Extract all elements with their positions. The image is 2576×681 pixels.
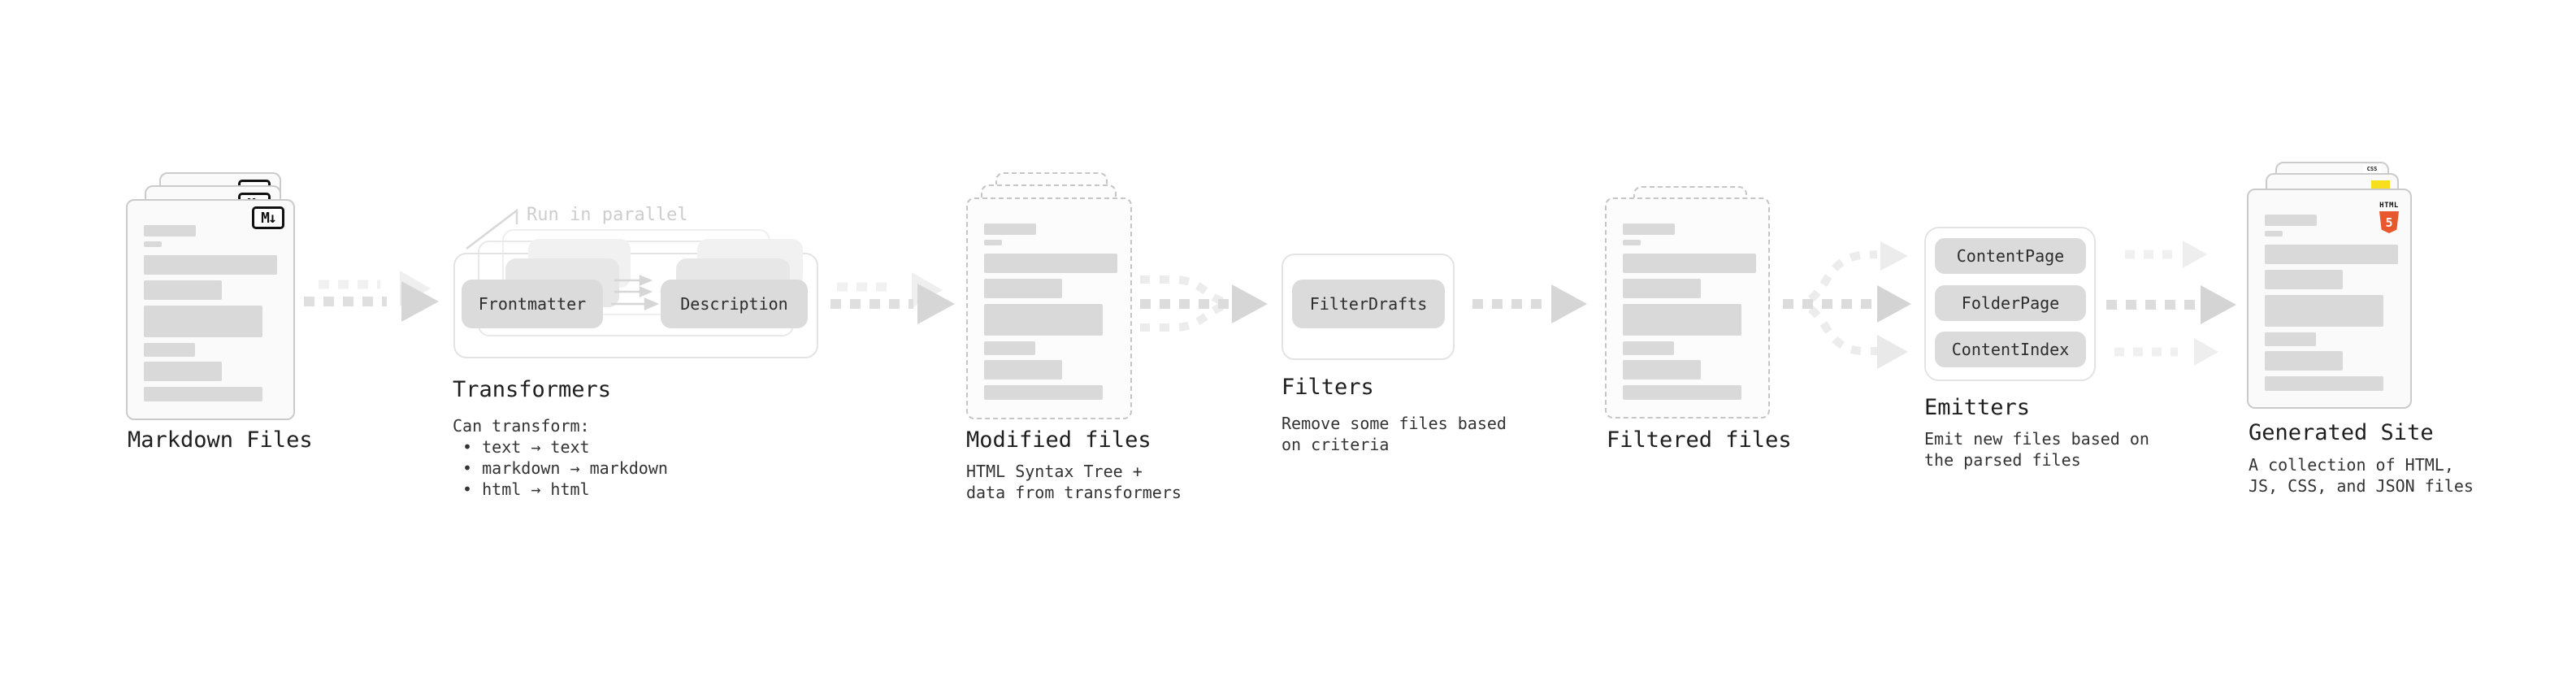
placeholder-bar [1623,360,1701,380]
placeholder-bar [984,279,1062,298]
transformer-pill-description: Description [661,280,808,328]
placeholder-bar [2265,295,2383,327]
javascript-icon [2371,180,2390,190]
placeholder-bar [2265,245,2398,264]
markdown-icon: M↓ [252,206,284,229]
placeholder-bar [144,241,162,247]
stage-desc-emitters: Emit new files based on the parsed files [1924,429,2149,470]
placeholder-bar [1623,341,1674,355]
placeholder-bar [1623,254,1756,273]
placeholder-bar [2265,215,2317,226]
placeholder-bar [144,306,262,337]
arrow-emitters-to-site [2106,241,2236,366]
placeholder-bar [984,360,1062,380]
transformer-pill-frontmatter: Frontmatter [462,280,603,328]
filtered-file-card [1605,197,1770,419]
placeholder-bar [1623,240,1641,245]
filter-pill-filterdrafts: FilterDrafts [1292,280,1445,328]
arrow-transformers-to-modified [830,272,955,324]
stage-label-filters: Filters [1281,375,1374,400]
placeholder-bar [144,362,222,381]
emitter-pill-contentpage: ContentPage [1935,238,2086,274]
placeholder-bar [2265,351,2343,371]
html5-icon: HTML 5 [2379,195,2400,233]
arrow-modified-to-filters [1140,275,1268,332]
placeholder-bar [984,240,1002,245]
run-in-parallel-note: Run in parallel [527,205,688,225]
markdown-file-card: M↓ [126,199,295,420]
stage-desc-generated-site: A collection of HTML, JS, CSS, and JSON … [2249,455,2474,496]
placeholder-bar [1623,223,1675,235]
arrow-markdown-to-transformers [304,271,439,322]
placeholder-bar [2265,270,2343,289]
filters-frame [1281,254,1455,360]
transformer-mini-arrows [611,275,660,310]
placeholder-bar [984,304,1103,336]
arrow-filters-to-filtered [1472,284,1587,323]
stage-label-generated-site: Generated Site [2249,420,2434,445]
placeholder-bar [1623,304,1741,336]
placeholder-bar [144,225,196,236]
stage-label-modified-files: Modified files [966,427,1151,453]
placeholder-bar [2265,231,2283,236]
modified-file-card [966,197,1132,419]
placeholder-bar [2265,332,2316,346]
site-file-card-html: HTML 5 [2247,189,2412,409]
placeholder-bar [984,254,1117,273]
stage-label-markdown-files: Markdown Files [128,427,313,453]
placeholder-bar [144,387,262,401]
placeholder-bar [984,385,1103,400]
placeholder-bar [984,341,1035,355]
placeholder-bar [1623,279,1701,298]
placeholder-bar [144,255,277,275]
placeholder-bar [1623,385,1741,400]
stage-desc-transformers: Can transform: • text → text • markdown … [453,416,668,499]
stage-label-filtered-files: Filtered files [1607,427,1792,453]
arrow-filtered-to-emitters [1783,241,1911,369]
emitter-pill-contentindex: ContentIndex [1935,332,2086,367]
placeholder-bar [144,343,195,357]
placeholder-bar [2265,376,2383,391]
transformer-frame [453,253,818,358]
placeholder-bar [144,280,222,300]
stage-label-transformers: Transformers [453,377,612,402]
placeholder-bar [984,223,1036,235]
emitter-pill-folderpage: FolderPage [1935,285,2086,321]
stage-label-emitters: Emitters [1924,395,2031,420]
stage-desc-modified-files: HTML Syntax Tree + data from transformer… [966,462,1182,502]
run-in-parallel-leader-line [466,208,518,249]
stage-desc-filters: Remove some files based on criteria [1281,414,1507,454]
